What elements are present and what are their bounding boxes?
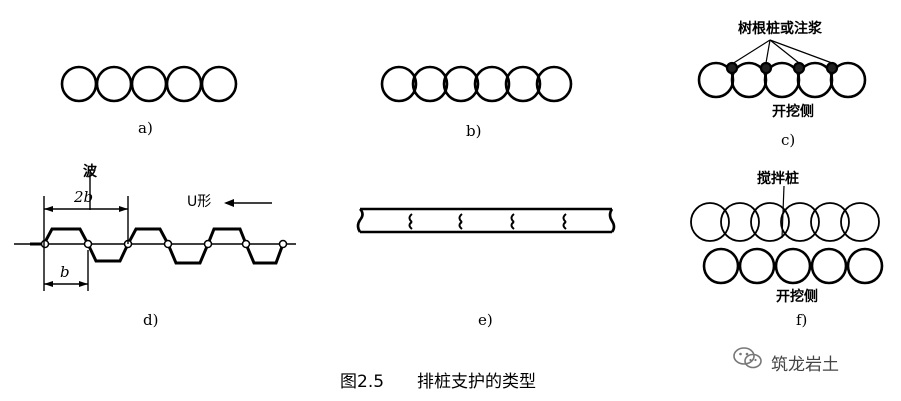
panel-e-wall <box>356 207 616 234</box>
panel-c-piles <box>697 61 867 99</box>
grout-column <box>792 61 806 75</box>
panel-f-mixing-piles <box>690 185 880 242</box>
panel-c-leaders <box>731 39 833 65</box>
panel-d-label: d) <box>143 311 159 329</box>
pile <box>702 247 740 285</box>
grout-column <box>725 61 739 75</box>
interlock <box>241 239 251 249</box>
panel-c-label: c) <box>781 131 796 149</box>
pile <box>165 65 203 103</box>
pile <box>200 65 238 103</box>
mixing-pile <box>840 202 880 242</box>
panel-d-interlocks <box>40 239 288 249</box>
panel-b-label: b) <box>466 122 482 140</box>
pile <box>473 65 511 103</box>
mixing-pile <box>720 202 760 242</box>
interlock <box>203 239 213 249</box>
figure-title: 排桩支护的类型 <box>417 372 536 392</box>
pile <box>95 65 133 103</box>
mixing-pile <box>810 202 850 242</box>
interlock <box>40 239 50 249</box>
watermark-text: 筑龙岩土 <box>771 355 839 375</box>
mixing-pile <box>780 202 820 242</box>
panel-d-dimension-b: b <box>60 263 70 281</box>
pile <box>810 247 848 285</box>
panel-d-arrowheads <box>44 199 234 287</box>
pile <box>504 65 542 103</box>
panel-f-label: f) <box>796 311 808 329</box>
panel-e-label: e) <box>478 311 493 329</box>
pile <box>60 65 98 103</box>
mixing-pile-leader <box>781 185 785 239</box>
panel-d-wave-label: 波 <box>83 164 97 180</box>
pile <box>846 247 884 285</box>
figure-number: 图2.5 <box>340 372 385 392</box>
interlock <box>83 239 93 249</box>
panel-a-piles <box>60 65 238 103</box>
grout-column <box>825 61 839 75</box>
panel-f-annotation-top: 搅拌桩 <box>757 171 799 187</box>
panel-c-annotation-top: 树根桩或注浆 <box>738 21 822 37</box>
pile <box>442 65 480 103</box>
panel-b-piles <box>380 65 573 103</box>
pile <box>130 65 168 103</box>
panel-d-u-label: U形 <box>187 194 212 210</box>
panel-f-annotation-side: 开挖侧 <box>776 289 818 305</box>
pile <box>774 247 812 285</box>
grout-column <box>759 61 773 75</box>
pile <box>738 247 776 285</box>
interlock <box>278 239 288 249</box>
panel-d-profile <box>14 227 296 265</box>
interlock <box>163 239 173 249</box>
pile <box>535 65 573 103</box>
mixing-pile <box>690 202 730 242</box>
wechat-icon <box>733 347 762 369</box>
pile <box>411 65 449 103</box>
mixing-pile <box>750 202 790 242</box>
panel-a-label: a) <box>138 119 153 137</box>
pile <box>380 65 418 103</box>
panel-f-piles <box>702 247 884 285</box>
pile <box>829 61 867 99</box>
panel-c-annotation-side: 开挖侧 <box>772 104 814 120</box>
panel-d-dimension-2b: 2b <box>74 188 94 206</box>
